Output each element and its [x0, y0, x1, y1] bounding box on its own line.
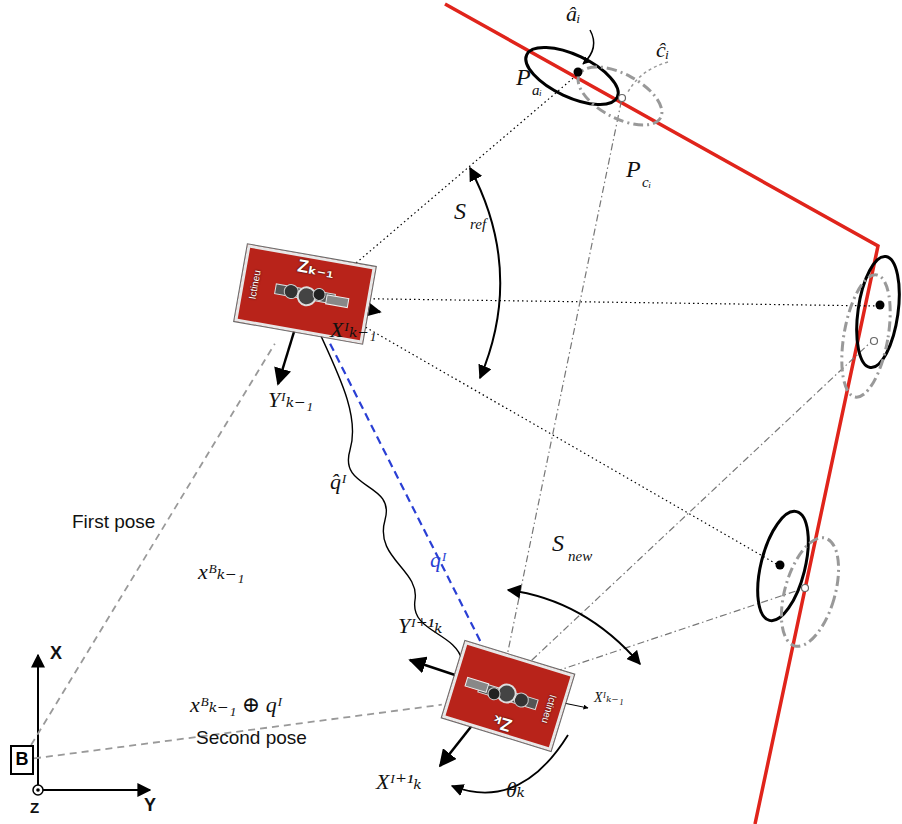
sector-arc: [508, 590, 640, 664]
point-name: P: [626, 156, 641, 182]
pose-label: xᴮₖ₋₁: [198, 560, 244, 584]
axis-name: Yᴵ⁺¹ₖ: [398, 614, 442, 638]
base-origin: [33, 785, 43, 795]
base-axis: [38, 789, 150, 791]
pose-connector: [31, 344, 275, 745]
new-scan-rays: [500, 98, 873, 690]
frame-name: B: [16, 750, 29, 770]
base-axis: [37, 655, 39, 790]
point-name: ĉᵢ: [656, 38, 669, 62]
robot-body: Zₖ Ictineu: [442, 641, 574, 751]
point-subscript: aᵢ: [532, 82, 542, 99]
pose-label: qᴵ: [430, 548, 447, 572]
sector-arc: [470, 168, 500, 378]
trajectory-path: [305, 300, 462, 660]
axis-name: Xᴵₖ₋₁: [594, 690, 624, 705]
sector-name: S: [454, 198, 466, 224]
robot-frame-name: Zₖ₋₁: [296, 256, 336, 282]
point-name: âᵢ: [566, 2, 580, 26]
robot-brand: Ictineu: [247, 269, 263, 300]
robot-brand: Ictineu: [540, 693, 559, 724]
pose-caption: Second pose: [196, 728, 307, 749]
point-pointer: [628, 62, 668, 92]
new-ellipses: [569, 55, 898, 653]
angle-name: θₖ: [506, 778, 525, 802]
robot-frame-name: Zₖ: [490, 710, 515, 735]
pose-connector: [330, 344, 480, 641]
sector-name: S: [552, 530, 564, 556]
reference-scan-rays: [315, 74, 878, 566]
sector-subscript: ref: [470, 216, 486, 233]
pose-caption: First pose: [72, 512, 155, 533]
point-name: P: [516, 64, 531, 90]
axis-name: Y: [144, 796, 156, 816]
point-subscript: cᵢ: [642, 174, 651, 191]
axis-name: Xᴵ⁺¹ₖ: [376, 770, 421, 794]
sector-subscript: new: [568, 548, 592, 565]
base-origin: [36, 788, 40, 792]
axis-name: X: [50, 644, 62, 664]
trajectory-name: q̂ᴵ: [330, 470, 347, 494]
frame-box: B: [10, 745, 34, 775]
axis-name: Yᴵₖ₋₁: [268, 388, 313, 412]
wall-line: [445, 4, 878, 824]
pose-label: xᴮₖ₋₁ ⊕ qᴵ: [190, 693, 282, 717]
axis-name: Z: [30, 800, 39, 817]
point-pointer: [583, 30, 594, 64]
associated-points: [574, 68, 885, 592]
axis-name: Xᴵₖ₋₁: [330, 318, 376, 342]
reference-ellipses: [518, 36, 902, 626]
